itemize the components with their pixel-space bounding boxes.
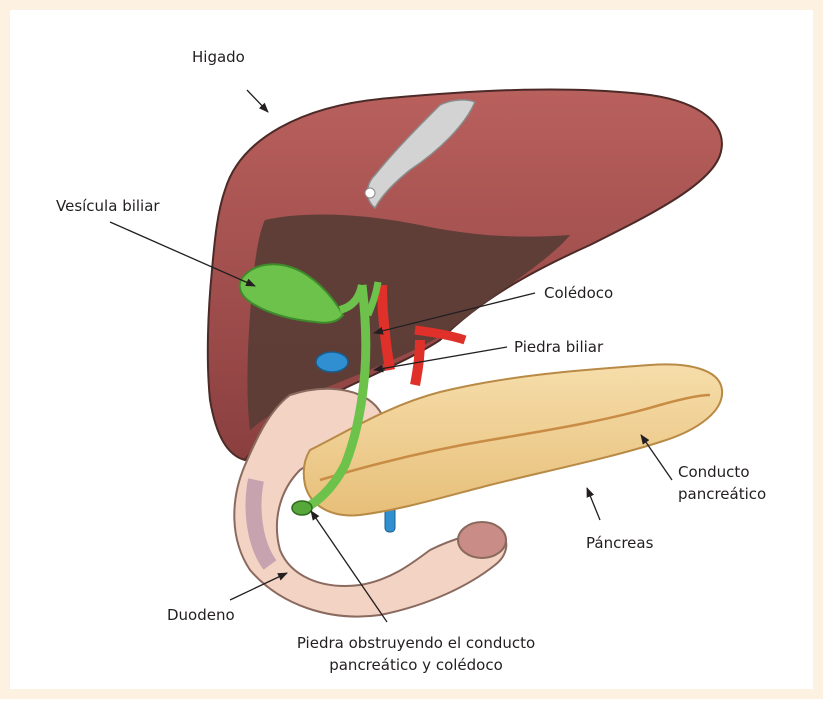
anatomy-illustration: [10, 10, 823, 709]
obstructing-stone: [292, 501, 312, 515]
leader-liver: [247, 90, 268, 112]
label-gallbladder: Vesícula biliar: [56, 196, 160, 216]
label-pancreatic-duct-line2: pancreático: [678, 484, 766, 504]
leader-pancreas: [587, 488, 600, 520]
portal-vein: [316, 352, 348, 372]
label-pancreatic-duct-line1: Conducto: [678, 462, 750, 482]
label-gallstone: Piedra biliar: [514, 337, 603, 357]
label-liver: Higado: [192, 47, 245, 67]
label-pancreas: Páncreas: [586, 533, 653, 553]
label-obstruction-line2: pancreático y colédoco: [270, 655, 562, 675]
label-obstruction-line1: Piedra obstruyendo el conducto: [270, 633, 562, 653]
label-duodenum: Duodeno: [167, 605, 235, 625]
label-common-bile-duct: Colédoco: [544, 283, 613, 303]
